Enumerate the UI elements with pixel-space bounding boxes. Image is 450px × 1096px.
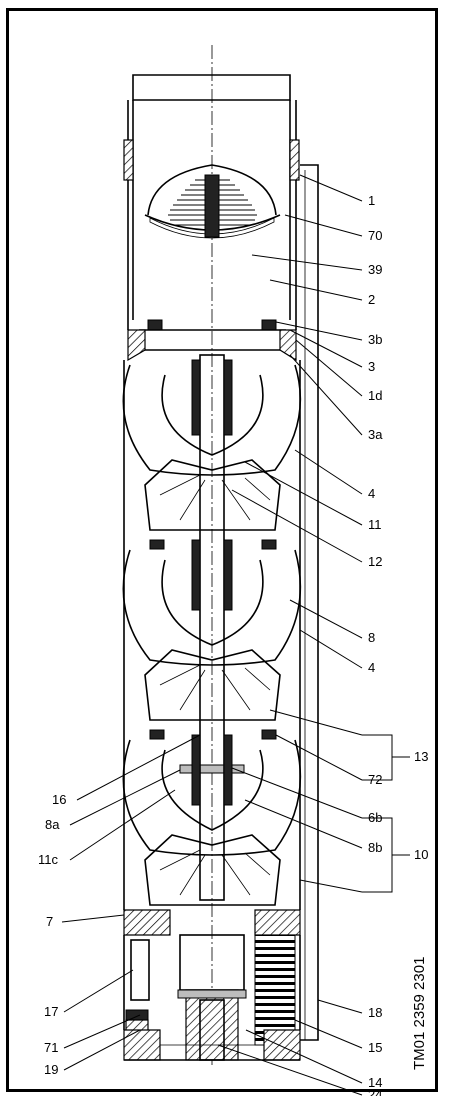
label-39: 39 — [368, 262, 382, 277]
label-11c: 11c — [38, 852, 58, 867]
shaft — [191, 354, 233, 901]
leader-lines — [61, 174, 410, 1096]
motor-flange — [123, 1029, 301, 1061]
label-8b: 8b — [368, 840, 382, 855]
outer-sleeve — [123, 360, 301, 910]
label-3b: 3b — [368, 332, 382, 347]
label-19: 19 — [44, 1062, 58, 1077]
cable-plug — [125, 939, 150, 1033]
figure-frame — [6, 8, 438, 1092]
label-15: 15 — [368, 1040, 382, 1055]
label-8: 8 — [368, 630, 375, 645]
label-1d: 1d — [368, 388, 382, 403]
label-72: 72 — [368, 772, 382, 787]
label-6b: 6b — [368, 810, 382, 825]
label-3a: 3a — [368, 427, 383, 442]
label-11: 11 — [368, 517, 382, 532]
label-24: 24 — [368, 1087, 382, 1096]
label-18: 18 — [368, 1005, 382, 1020]
label-10: 10 — [414, 847, 428, 862]
label-4-lower: 4 — [368, 660, 375, 675]
part-labels: 1 70 39 2 3b 3 1d 3a 4 11 12 8 4 13 72 1… — [38, 193, 428, 1096]
discharge-head — [123, 74, 300, 330]
label-71: 71 — [44, 1040, 58, 1055]
non-return-valve — [144, 164, 281, 239]
drawing-code: TM01 2359 2301 — [411, 957, 428, 1070]
label-16: 16 — [52, 792, 66, 807]
label-70: 70 — [368, 228, 382, 243]
label-2: 2 — [368, 292, 375, 307]
label-3: 3 — [368, 359, 375, 374]
label-1: 1 — [368, 193, 375, 208]
label-14: 14 — [368, 1075, 382, 1090]
label-4-upper: 4 — [368, 486, 375, 501]
label-7: 7 — [46, 914, 53, 929]
label-13: 13 — [414, 749, 428, 764]
cable-guard — [300, 164, 319, 1041]
valve-seat — [127, 319, 297, 362]
label-12: 12 — [368, 554, 382, 569]
chamber-stage-1 — [122, 364, 302, 531]
label-8a: 8a — [45, 817, 60, 832]
label-17: 17 — [44, 1004, 58, 1019]
